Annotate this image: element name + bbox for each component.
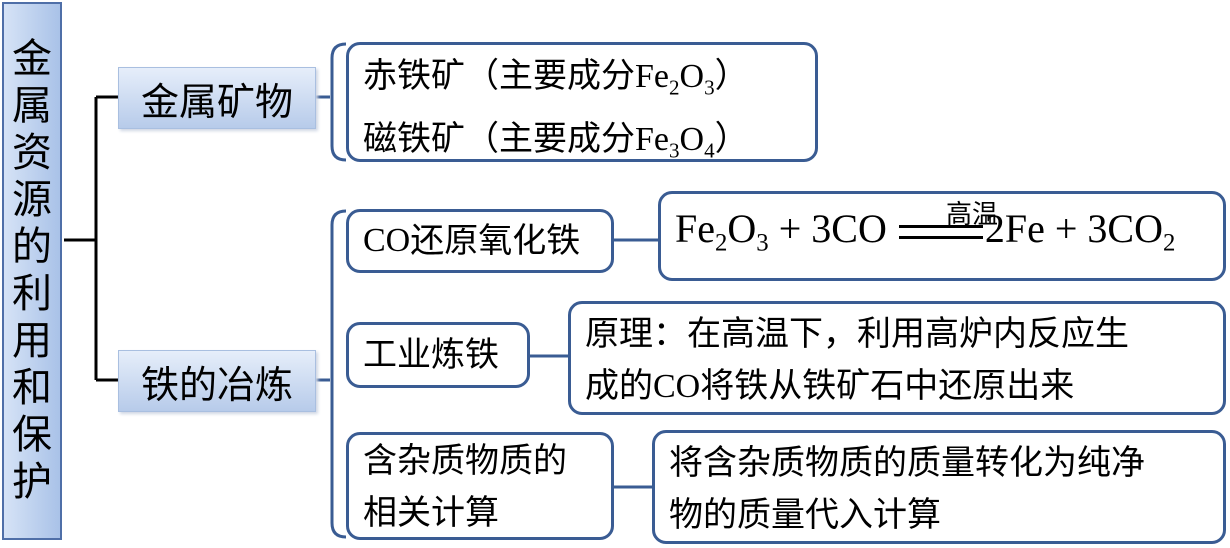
impurity-label-line-1: 含杂质物质的 bbox=[363, 441, 567, 481]
root-char: 和 bbox=[12, 365, 52, 411]
minerals-box: 赤铁矿（主要成分Fe2O3） 磁铁矿（主要成分Fe3O4） bbox=[346, 42, 818, 163]
principle-line-1: 原理：在高温下，利用高炉内反应生 bbox=[585, 314, 1129, 354]
chemical-equation: Fe2O3 + 3CO 2Fe + 3CO2 高温 bbox=[675, 200, 1175, 270]
root-char: 属 bbox=[12, 83, 52, 129]
impurity-text-box: 将含杂质物质的质量转化为纯净 物的质量代入计算 bbox=[652, 430, 1226, 544]
root-char: 金 bbox=[12, 36, 52, 82]
impurity-text-line-1: 将含杂质物质的质量转化为纯净 bbox=[669, 443, 1145, 483]
root-char: 用 bbox=[12, 318, 52, 364]
industry-label: 工业炼铁 bbox=[363, 335, 499, 375]
root-char: 资 bbox=[12, 130, 52, 176]
category-minerals: 金属矿物 bbox=[118, 67, 316, 129]
equals-sign bbox=[898, 225, 983, 240]
category-minerals-label: 金属矿物 bbox=[140, 79, 293, 124]
root-char: 的 bbox=[12, 224, 52, 270]
mineral-hematite: 赤铁矿（主要成分Fe2O3） bbox=[363, 56, 749, 100]
impurity-label-line-2: 相关计算 bbox=[363, 493, 499, 533]
category-smelting-label: 铁的冶炼 bbox=[140, 362, 293, 407]
category-smelting: 铁的冶炼 bbox=[118, 350, 316, 412]
impurity-box: 含杂质物质的 相关计算 bbox=[346, 432, 614, 540]
principle-box: 原理：在高温下，利用高炉内反应生 成的CO将铁从铁矿石中还原出来 bbox=[568, 301, 1226, 415]
root-char: 保 bbox=[12, 412, 52, 458]
root-char: 利 bbox=[12, 271, 52, 317]
impurity-text-line-2: 物的质量代入计算 bbox=[669, 495, 941, 535]
equation-box: Fe2O3 + 3CO 2Fe + 3CO2 高温 bbox=[658, 191, 1226, 281]
root-title: 金 属 资 源 的 利 用 和 保 护 bbox=[2, 2, 62, 540]
reaction-condition: 高温 bbox=[946, 199, 999, 230]
mineral-magnetite: 磁铁矿（主要成分Fe3O4） bbox=[363, 119, 749, 163]
root-char: 护 bbox=[12, 459, 52, 505]
industry-box: 工业炼铁 bbox=[346, 322, 530, 388]
principle-line-2: 成的CO将铁从铁矿石中还原出来 bbox=[585, 366, 1075, 406]
co-reduction-label: 还原氧化铁 bbox=[410, 221, 581, 261]
co-label: CO bbox=[363, 222, 411, 259]
root-char: 源 bbox=[12, 177, 52, 223]
